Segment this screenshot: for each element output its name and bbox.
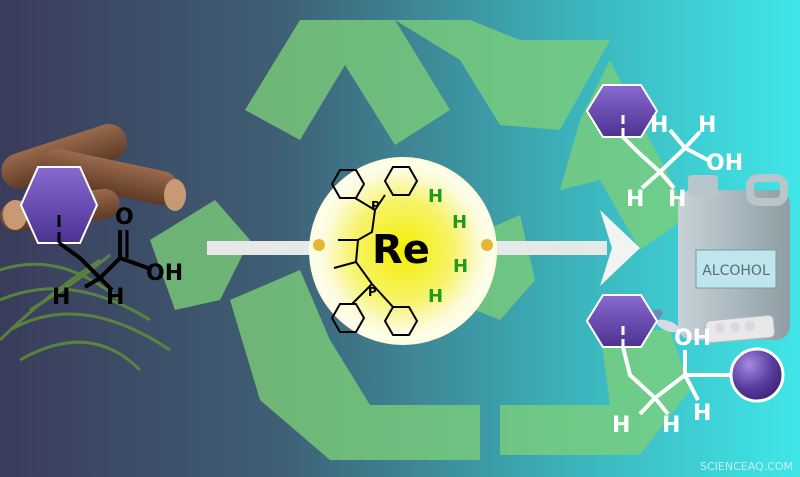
- product-secondary-alcohol-molecule: OH H H H: [585, 294, 785, 438]
- product-alcohol-molecule: H H OH H H: [585, 84, 743, 212]
- carboxyl-oh-label: OH: [146, 261, 183, 286]
- hydrogen-label: H: [626, 187, 644, 212]
- hydrogen-label: H: [662, 413, 680, 438]
- hydrogen-label: H: [693, 401, 711, 426]
- hydroxyl-label: OH: [706, 151, 743, 176]
- hydrogen-label: H: [650, 113, 668, 138]
- phosphorus-label: P: [368, 285, 377, 299]
- aryl-hexagon: [585, 84, 659, 138]
- hydrogen-label: H: [106, 285, 124, 310]
- hydrogen-label: H: [52, 285, 70, 310]
- rhenium-catalyst: P P Re H H H H: [309, 157, 497, 345]
- alcohol-bottle-icon: ALCOHOL: [678, 174, 790, 340]
- hydride-label: H: [452, 212, 467, 233]
- rhenium-label: Re: [372, 227, 430, 273]
- bottle-label: ALCOHOL: [702, 263, 770, 279]
- phenyl-ring: [383, 166, 419, 196]
- phenyl-ring: [383, 306, 419, 336]
- grass-icon: [0, 253, 171, 372]
- reactant-molecule: O OH H H: [19, 166, 183, 310]
- hydrogen-label: H: [668, 187, 686, 212]
- aryl-hexagon: [19, 166, 99, 244]
- hydroxyl-label: OH: [674, 326, 711, 351]
- phenyl-ring: [330, 303, 366, 333]
- watermark: SCIENCEAQ.COM: [700, 460, 793, 473]
- hydrogen-label: H: [698, 113, 716, 138]
- carbonyl-oxygen-label: O: [115, 205, 134, 230]
- hydride-label: H: [428, 186, 443, 207]
- hydride-label: H: [428, 286, 443, 307]
- aryl-hexagon: [585, 294, 659, 348]
- hydrogen-label: H: [612, 413, 630, 438]
- substituent-sphere: [729, 347, 785, 403]
- hydride-label: H: [453, 256, 468, 277]
- phosphorus-label: P: [371, 199, 380, 213]
